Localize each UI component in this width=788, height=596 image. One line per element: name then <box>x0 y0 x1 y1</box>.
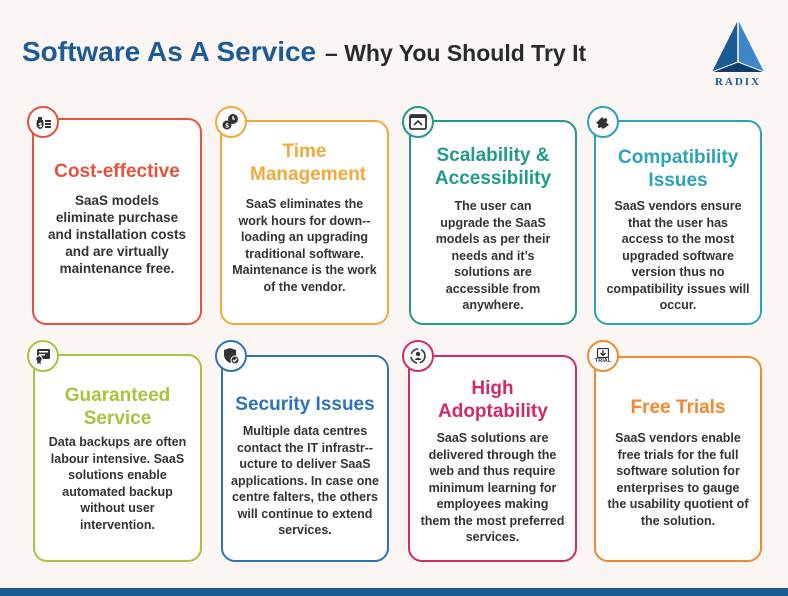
card-security-issues: Security Issues Multiple data centres co… <box>215 340 389 562</box>
card-title: Time Management <box>250 141 367 185</box>
certificate-icon <box>27 340 59 372</box>
trial-download-icon: TRIAL <box>587 340 619 372</box>
card-title: High Adoptability <box>438 378 548 422</box>
footer-bar <box>0 588 788 596</box>
puzzle-icon <box>587 106 619 138</box>
card-text: Multiple data centres contact the IT inf… <box>231 424 379 537</box>
shield-check-icon <box>215 340 247 372</box>
card-high-adoptability: High Adoptability SaaS solutions are del… <box>402 340 577 562</box>
card-compatibility: Compatibility Issues SaaS vendors ensure… <box>587 106 762 325</box>
svg-text:$: $ <box>225 123 229 130</box>
time-money-icon: $ <box>215 106 247 138</box>
card-title: Guaranteed Service <box>64 385 171 429</box>
card-title: Free Trials <box>630 397 726 418</box>
card-text: Data backups are often labour intensive.… <box>48 435 187 532</box>
user-cycle-icon <box>402 340 434 372</box>
card-title: Scalability & Accessibility <box>434 145 552 189</box>
svg-text:$: $ <box>38 122 42 129</box>
card-text: SaaS vendors enable free trials for the … <box>607 431 749 528</box>
card-text: SaaS solutions are delivered through the… <box>420 431 565 544</box>
card-title: Cost-effective <box>54 161 180 182</box>
money-bag-icon: $ <box>27 106 59 138</box>
card-time-management: $ Time Management SaaS eliminates the wo… <box>215 106 389 325</box>
card-cost-effective: $ Cost-effective SaaS models eliminate p… <box>27 106 202 325</box>
card-text: SaaS vendors ensure that the user has ac… <box>606 199 750 312</box>
expand-window-icon <box>402 106 434 138</box>
card-text: SaaS models eliminate purchase and insta… <box>47 193 187 276</box>
trial-icon-label: TRIAL <box>594 358 612 364</box>
card-scalability: Scalability & Accessibility The user can… <box>402 106 577 325</box>
pyramid-logo-icon <box>711 20 765 73</box>
card-text: SaaS eliminates the work hours for down-… <box>232 197 377 294</box>
card-free-trials: TRIAL Free Trials SaaS vendors enable fr… <box>587 340 762 562</box>
logo-text: RADIX <box>714 76 762 88</box>
card-guaranteed-service: Guaranteed Service Data backups are ofte… <box>27 340 202 562</box>
card-title: Security Issues <box>235 394 375 415</box>
card-title: Compatibility Issues <box>618 147 739 191</box>
title-subtitle: – Why You Should Try It <box>325 40 587 66</box>
page-title: Software As A Service – Why You Should T… <box>22 32 586 69</box>
card-text: The user can upgrade the SaaS models as … <box>435 199 551 312</box>
radix-logo: RADIX <box>700 18 776 90</box>
title-main: Software As A Service <box>22 36 317 67</box>
